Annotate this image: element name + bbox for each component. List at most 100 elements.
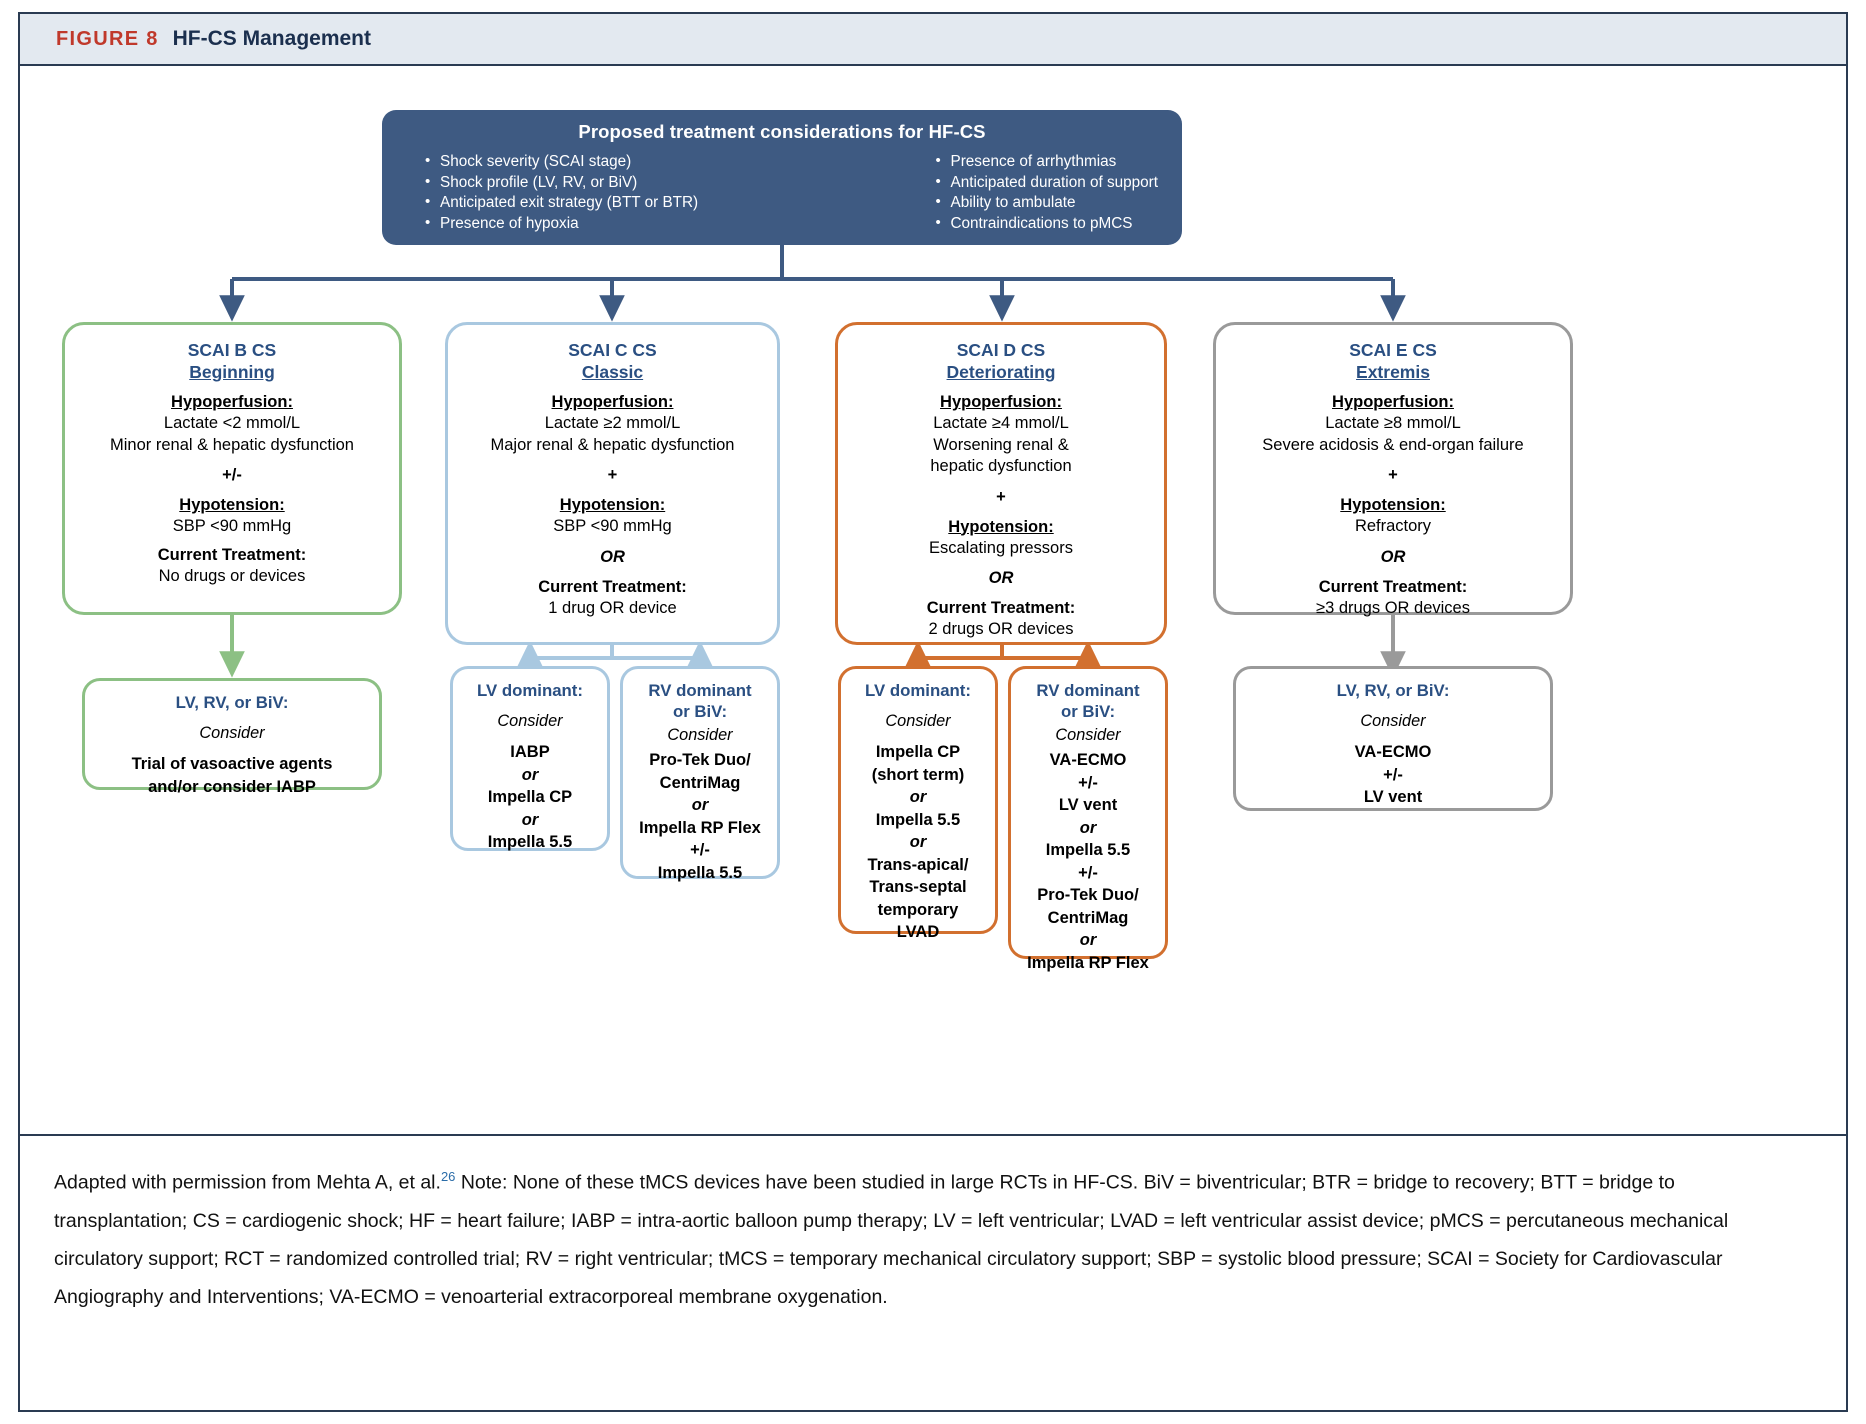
treatment-option: Impella RP Flex <box>639 818 761 837</box>
list-item: Shock profile (LV, RV, or BiV) <box>425 172 698 194</box>
stage-section-header: Hypoperfusion: <box>171 393 293 411</box>
treatment-option: (short term) <box>871 765 965 784</box>
stage-section-header: +/- <box>222 466 242 484</box>
treatment-option: IABP <box>510 743 550 761</box>
list-item: Contraindications to pMCS <box>936 213 1159 235</box>
stage-title: SCAI D CS <box>956 340 1046 360</box>
treatment-connector: or <box>1079 931 1097 949</box>
treatment-option: Impella 5.5 <box>875 810 961 829</box>
stage-detail-line: Major renal & hepatic dysfunction <box>490 435 735 454</box>
stage-detail-line: SBP <90 mmHg <box>553 517 672 535</box>
footnote-reference: 26 <box>440 1169 456 1184</box>
stage-detail-line: SBP <90 mmHg <box>172 517 292 535</box>
stage-subtitle: Deteriorating <box>946 362 1056 382</box>
treatment-option: VA-ECMO <box>1049 751 1127 769</box>
considerations-right-list: Presence of arrhythmias Anticipated dura… <box>929 151 1159 235</box>
stage-section-header: Current Treatment: <box>538 577 687 596</box>
treatment-connector: or <box>521 765 539 784</box>
treatment-option: VA-ECMO <box>1354 743 1432 761</box>
stage-section-header: Hypoperfusion: <box>551 393 674 411</box>
stage-section-header: Current Treatment: <box>1318 577 1468 596</box>
treatment-option: CentriMag <box>659 773 741 792</box>
stage-section-header: OR <box>1380 547 1406 566</box>
treatment-option: Trans-septal <box>869 878 967 896</box>
list-item: Anticipated exit strategy (BTT or BTR) <box>425 192 698 214</box>
stage-detail-line: Escalating pressors <box>929 538 1073 557</box>
stage-section-header: + <box>607 466 618 484</box>
treatment-option: Pro-Tek Duo/ <box>1037 886 1139 904</box>
treatment-option: Trial of vasoactive agents <box>131 755 333 773</box>
treatment-title: LV, RV, or BiV: <box>1336 681 1450 700</box>
treatment-title: LV dominant: <box>477 681 583 700</box>
treatment-option: Impella CP <box>875 743 961 761</box>
treatment-consider-label: Consider <box>1055 726 1121 744</box>
considerations-columns: Shock severity (SCAI stage) Shock profil… <box>398 151 1166 235</box>
footnote-text: Adapted with permission from Mehta A, et… <box>54 1158 1812 1316</box>
stage-section-header: + <box>1388 466 1398 484</box>
list-item: Shock severity (SCAI stage) <box>425 151 698 173</box>
treatment-option: CentriMag <box>1047 908 1129 927</box>
list-item: Presence of arrhythmias <box>936 151 1159 173</box>
stage-subtitle: Extremis <box>1356 362 1430 382</box>
treatment-option: +/- <box>1383 765 1403 784</box>
treatment-title: LV, RV, or BiV: <box>175 693 289 712</box>
stage-title: SCAI C CS <box>568 340 657 360</box>
treatment-option: Trans-apical/ <box>867 855 969 874</box>
stage-detail-line: 1 drug OR device <box>548 598 677 617</box>
stage-title: SCAI B CS <box>187 340 277 360</box>
treatment-connector: or <box>691 796 709 814</box>
treatment-option: Impella 5.5 <box>657 863 743 882</box>
treatment-option: temporary <box>877 900 959 919</box>
stage-subtitle: Beginning <box>189 362 275 382</box>
stage-section-header: Hypotension: <box>948 517 1054 536</box>
figure-title: HF-CS Management <box>172 27 371 50</box>
stage-detail-line: Worsening renal & <box>933 435 1069 454</box>
treatment-connector: or <box>521 810 539 829</box>
treatment-consider-label: Consider <box>885 712 951 730</box>
stage-detail-line: Severe acidosis & end-organ failure <box>1262 435 1524 454</box>
stage-detail-line: No drugs or devices <box>158 566 306 585</box>
treatment-option: Impella RP Flex <box>1027 953 1149 972</box>
stage-title: SCAI E CS <box>1349 340 1437 360</box>
treatment-option: Pro-Tek Duo/ <box>649 751 751 769</box>
list-item: Anticipated duration of support <box>936 172 1158 194</box>
stage-detail-line: 2 drugs OR devices <box>928 620 1074 638</box>
treatment-connector: or <box>1079 818 1097 837</box>
list-item: Presence of hypoxia <box>425 213 698 235</box>
stage-section-header: OR <box>988 569 1014 587</box>
considerations-left-list: Shock severity (SCAI stage) Shock profil… <box>422 151 698 235</box>
figure-header: FIGURE 8 HF-CS Management <box>20 14 1846 66</box>
treatment-title: LV dominant: <box>865 681 971 700</box>
proposed-considerations-title: Proposed treatment considerations for HF… <box>578 121 986 142</box>
stage-detail-line: Lactate ≥4 mmol/L <box>933 414 1069 432</box>
stage-detail-line: Lactate <2 mmol/L <box>163 414 301 432</box>
treatment-consider-label: Consider <box>667 726 733 744</box>
flowchart-canvas: Proposed treatment considerations for HF… <box>20 66 1846 1134</box>
figure-number: FIGURE 8 <box>56 27 159 50</box>
stage-section-header: Current Treatment: <box>926 599 1076 617</box>
treatment-option: LVAD <box>896 923 940 941</box>
stage-detail-line: Refractory <box>1354 517 1432 535</box>
stage-section-header: Hypotension: <box>179 496 285 514</box>
treatment-consider-label: Consider <box>497 712 563 730</box>
treatment-connector: or <box>909 833 927 851</box>
treatment-consider-label: Consider <box>199 724 265 742</box>
stage-detail-line: Lactate ≥2 mmol/L <box>544 414 681 432</box>
considerations-left-column: Shock severity (SCAI stage) Shock profil… <box>422 151 698 235</box>
stage-section-header: Hypoperfusion: <box>1332 393 1454 411</box>
figure-footnote: Adapted with permission from Mehta A, et… <box>20 1134 1846 1408</box>
stage-section-header: Hypoperfusion: <box>940 393 1062 411</box>
footnote-lead: Adapted with permission from Mehta A, et… <box>54 1171 441 1194</box>
stage-section-header: Hypotension: <box>559 496 666 514</box>
treatment-connector: or <box>909 788 927 806</box>
